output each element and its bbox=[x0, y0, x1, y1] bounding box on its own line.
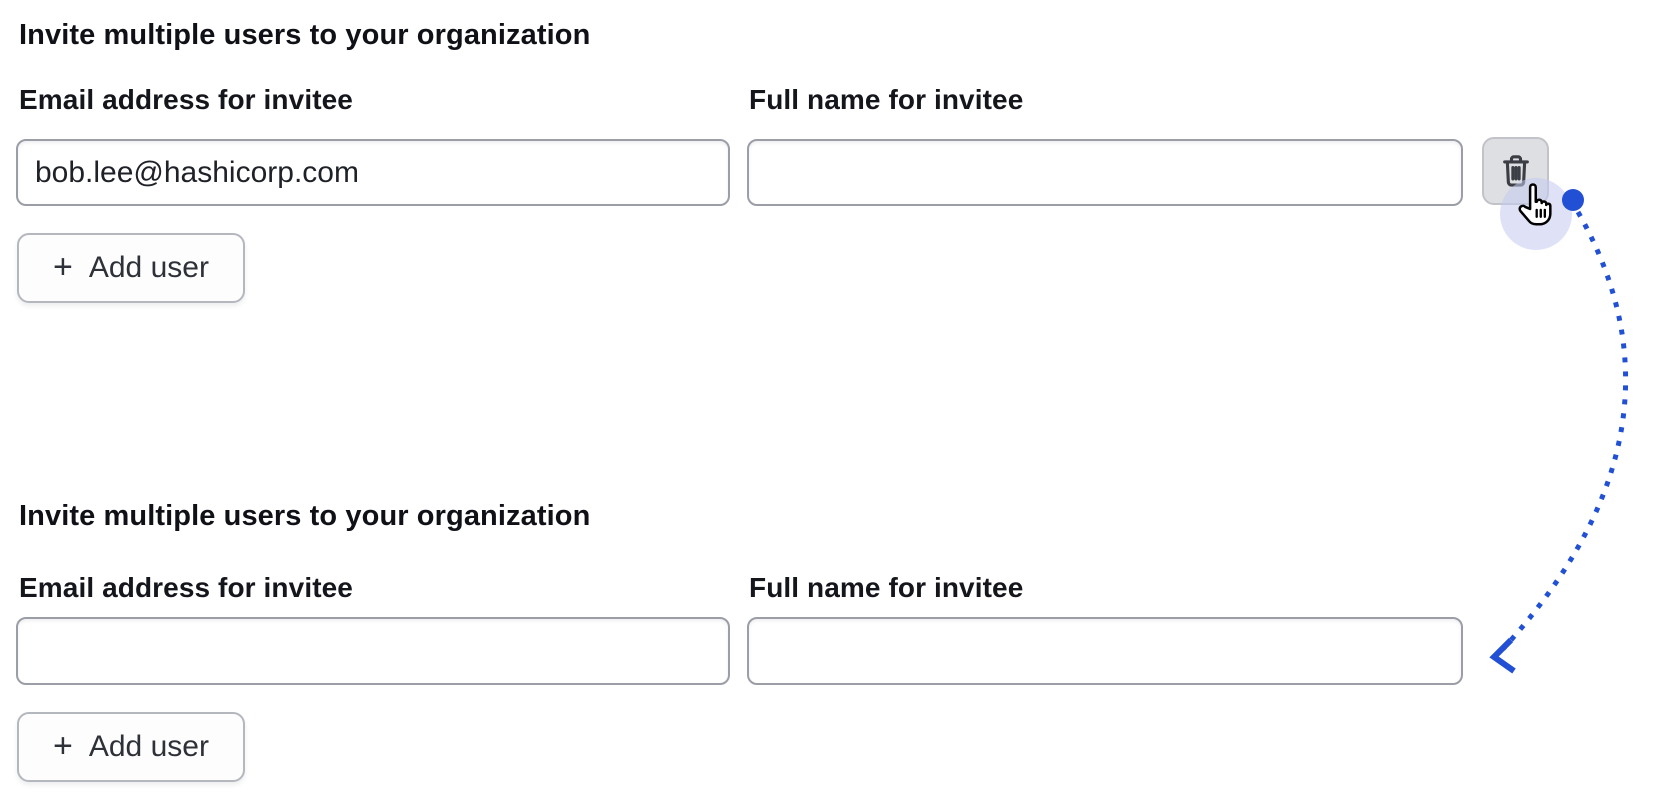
form-heading: Invite multiple users to your organizati… bbox=[19, 19, 591, 51]
form-heading: Invite multiple users to your organizati… bbox=[19, 500, 591, 532]
plus-icon: + bbox=[53, 727, 73, 765]
delete-row-button[interactable] bbox=[1482, 137, 1549, 205]
email-input[interactable] bbox=[16, 617, 730, 685]
fullname-label: Full name for invitee bbox=[749, 84, 1024, 115]
add-user-button[interactable]: + Add user bbox=[17, 233, 245, 303]
email-input[interactable] bbox=[16, 139, 730, 206]
fullname-input[interactable] bbox=[747, 617, 1463, 685]
email-label: Email address for invitee bbox=[19, 84, 353, 115]
fullname-label: Full name for invitee bbox=[749, 572, 1024, 603]
arrowhead bbox=[1489, 637, 1516, 674]
trash-icon bbox=[1499, 154, 1533, 188]
plus-icon: + bbox=[53, 248, 73, 286]
arrow-start-dot bbox=[1562, 189, 1584, 211]
fullname-input[interactable] bbox=[747, 139, 1463, 206]
add-user-button[interactable]: + Add user bbox=[17, 712, 245, 782]
email-label: Email address for invitee bbox=[19, 572, 353, 603]
add-user-label: Add user bbox=[88, 730, 209, 763]
add-user-label: Add user bbox=[88, 251, 209, 284]
